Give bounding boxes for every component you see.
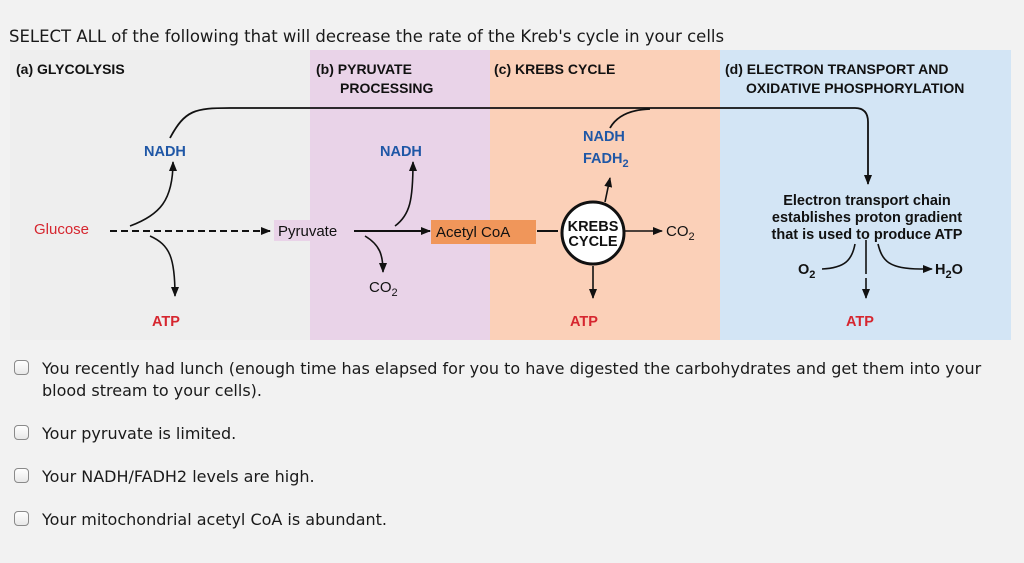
question-text: SELECT ALL of the following that will de… bbox=[9, 27, 725, 46]
option-3-checkbox[interactable] bbox=[14, 468, 29, 483]
o2-text: O bbox=[798, 262, 809, 278]
o2-to-h2o-arrow bbox=[821, 243, 856, 270]
stage-b-label-1: (b) PYRUVATE bbox=[316, 61, 412, 77]
pyruvate-label: Pyruvate bbox=[278, 223, 337, 240]
stage-d-label-2: OXIDATIVE PHOSPHORYLATION bbox=[746, 80, 964, 96]
stage-b-label-2: PROCESSING bbox=[340, 80, 433, 96]
option-2[interactable]: Your pyruvate is limited. bbox=[12, 423, 1012, 445]
nadh-c-label: NADH bbox=[583, 129, 625, 145]
h2o-arrow bbox=[877, 243, 933, 273]
stage-a-label: (a) GLYCOLYSIS bbox=[16, 61, 125, 77]
atp-c-label: ATP bbox=[570, 314, 598, 330]
co2-b-label: CO2 bbox=[369, 279, 398, 299]
option-4-checkbox[interactable] bbox=[14, 511, 29, 526]
band-glycolysis bbox=[10, 50, 310, 340]
fadh-subscript: 2 bbox=[622, 158, 628, 170]
option-4[interactable]: Your mitochondrial acetyl CoA is abundan… bbox=[12, 509, 1012, 531]
answer-options: You recently had lunch (enough time has … bbox=[12, 352, 1012, 531]
option-3-text: Your NADH/FADH2 levels are high. bbox=[42, 467, 315, 486]
h2o-label: H2O bbox=[935, 262, 963, 281]
band-krebs-cycle bbox=[490, 50, 720, 340]
option-1[interactable]: You recently had lunch (enough time has … bbox=[12, 358, 1012, 402]
atp-d-label: ATP bbox=[846, 314, 874, 330]
co2-b-arrow bbox=[364, 235, 387, 273]
fadh-text: FADH bbox=[583, 151, 622, 167]
option-2-text: Your pyruvate is limited. bbox=[42, 424, 237, 443]
atp-a-arrow bbox=[149, 235, 179, 297]
stage-c-label: (c) KREBS CYCLE bbox=[494, 61, 615, 77]
o2-label: O2 bbox=[798, 262, 815, 281]
krebs-label-1: KREBS bbox=[568, 219, 619, 235]
acetyl-coa-label: Acetyl CoA bbox=[436, 224, 510, 241]
band-pyruvate-processing bbox=[310, 50, 490, 340]
h2o-o-text: O bbox=[952, 262, 963, 278]
co2-b-subscript: 2 bbox=[392, 287, 398, 299]
diagram-svg: (a) GLYCOLYSIS (b) PYRUVATE PROCESSING (… bbox=[10, 50, 1011, 340]
krebs-to-loop-line bbox=[609, 108, 651, 129]
co2-c-subscript: 2 bbox=[689, 231, 695, 243]
nadh-b-label: NADH bbox=[380, 144, 422, 160]
pyruvate-box bbox=[274, 220, 354, 241]
electron-carrier-arrow bbox=[169, 107, 872, 185]
acetyl-coa-box bbox=[431, 220, 536, 244]
stage-d-label-1: (d) ELECTRON TRANSPORT AND bbox=[725, 61, 948, 77]
cellular-respiration-diagram: (a) GLYCOLYSIS (b) PYRUVATE PROCESSING (… bbox=[10, 50, 1011, 340]
glucose-label: Glucose bbox=[34, 221, 89, 238]
krebs-cycle-circle bbox=[560, 200, 626, 266]
fadh2-label: FADH2 bbox=[583, 151, 629, 170]
krebs-label-2: CYCLE bbox=[568, 234, 617, 250]
nadh-a-label: NADH bbox=[144, 144, 186, 160]
nadh-a-arrow bbox=[129, 161, 177, 227]
h2o-subscript: 2 bbox=[945, 269, 951, 281]
co2-c-text: CO bbox=[666, 223, 689, 240]
co2-c-label: CO2 bbox=[666, 223, 695, 243]
nadh-b-arrow bbox=[394, 161, 417, 227]
option-2-checkbox[interactable] bbox=[14, 425, 29, 440]
o2-subscript: 2 bbox=[809, 269, 815, 281]
etc-desc-2: establishes proton gradient bbox=[772, 210, 962, 226]
etc-desc-1: Electron transport chain bbox=[783, 193, 951, 209]
etc-desc-3: that is used to produce ATP bbox=[772, 227, 963, 243]
option-1-checkbox[interactable] bbox=[14, 360, 29, 375]
krebs-to-nadh-arrow bbox=[604, 177, 613, 203]
option-1-text: You recently had lunch (enough time has … bbox=[42, 359, 982, 400]
option-3[interactable]: Your NADH/FADH2 levels are high. bbox=[12, 466, 1012, 488]
h2o-h-text: H bbox=[935, 262, 945, 278]
option-4-text: Your mitochondrial acetyl CoA is abundan… bbox=[42, 510, 387, 529]
co2-b-text: CO bbox=[369, 279, 392, 296]
atp-a-label: ATP bbox=[152, 314, 180, 330]
